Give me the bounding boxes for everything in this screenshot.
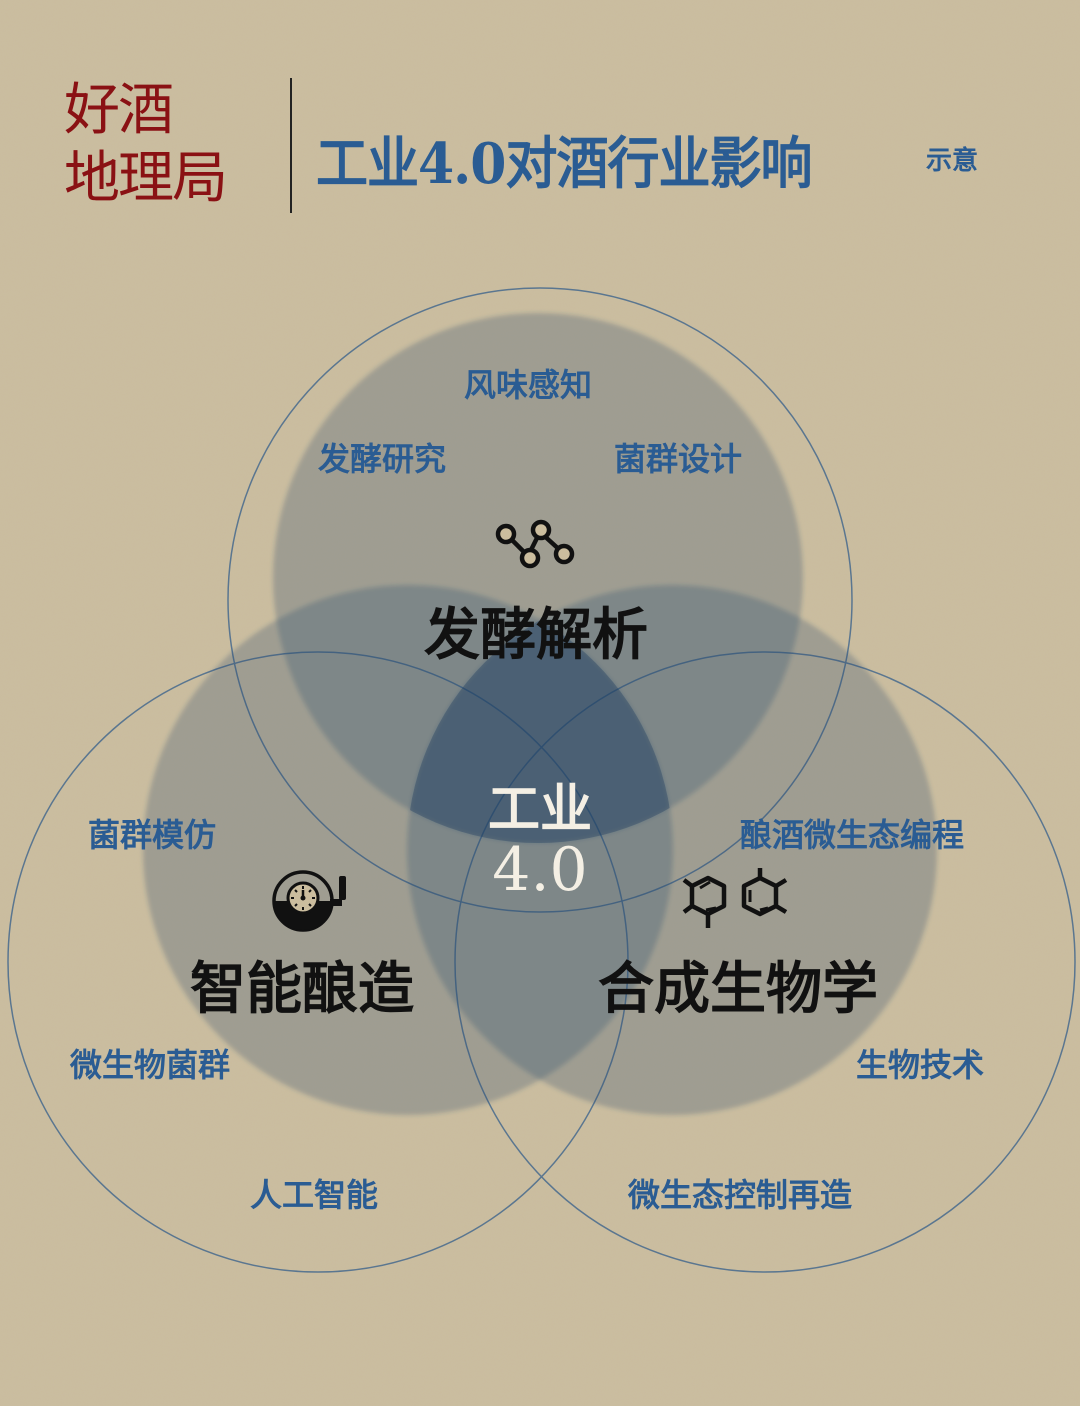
page-title: 工业4.0对酒行业影响: [316, 130, 812, 197]
network-nodes-icon: [495, 519, 575, 569]
page-subtitle: 示意: [926, 146, 979, 176]
brewing-tank-gauge-icon: [272, 870, 346, 932]
center-label-line1: 工业: [487, 779, 592, 840]
center-label-line2: 4.0: [492, 835, 588, 905]
circle-title-synthetic-biology: 合成生物学: [598, 956, 878, 1022]
circle-title-smart-brewing: 智能酿造: [190, 956, 414, 1022]
keyword-microecology-programming: 酿酒微生态编程: [740, 816, 965, 854]
brand-logo-line2: 地理局: [64, 146, 228, 211]
keyword-flavor-perception: 风味感知: [464, 366, 593, 404]
keyword-fermentation-research: 发酵研究: [318, 440, 447, 478]
circle-title-fermentation-analysis: 发酵解析: [424, 602, 648, 668]
keyword-microbiota-imitation: 菌群模仿: [88, 816, 217, 854]
keyword-microbial-flora: 微生物菌群: [70, 1046, 231, 1084]
keyword-microbiota-design: 菌群设计: [614, 440, 743, 478]
keyword-artificial-intelligence: 人工智能: [250, 1176, 379, 1214]
benzene-molecule-icon: [682, 868, 788, 928]
keyword-microecology-control-rebuild: 微生态控制再造: [628, 1176, 853, 1214]
keyword-biotechnology: 生物技术: [856, 1046, 985, 1084]
center-intersection: [407, 585, 673, 843]
brand-logo-line1: 好酒: [64, 78, 174, 143]
header-divider: [290, 78, 292, 213]
filled-circle-right: [407, 585, 937, 1115]
